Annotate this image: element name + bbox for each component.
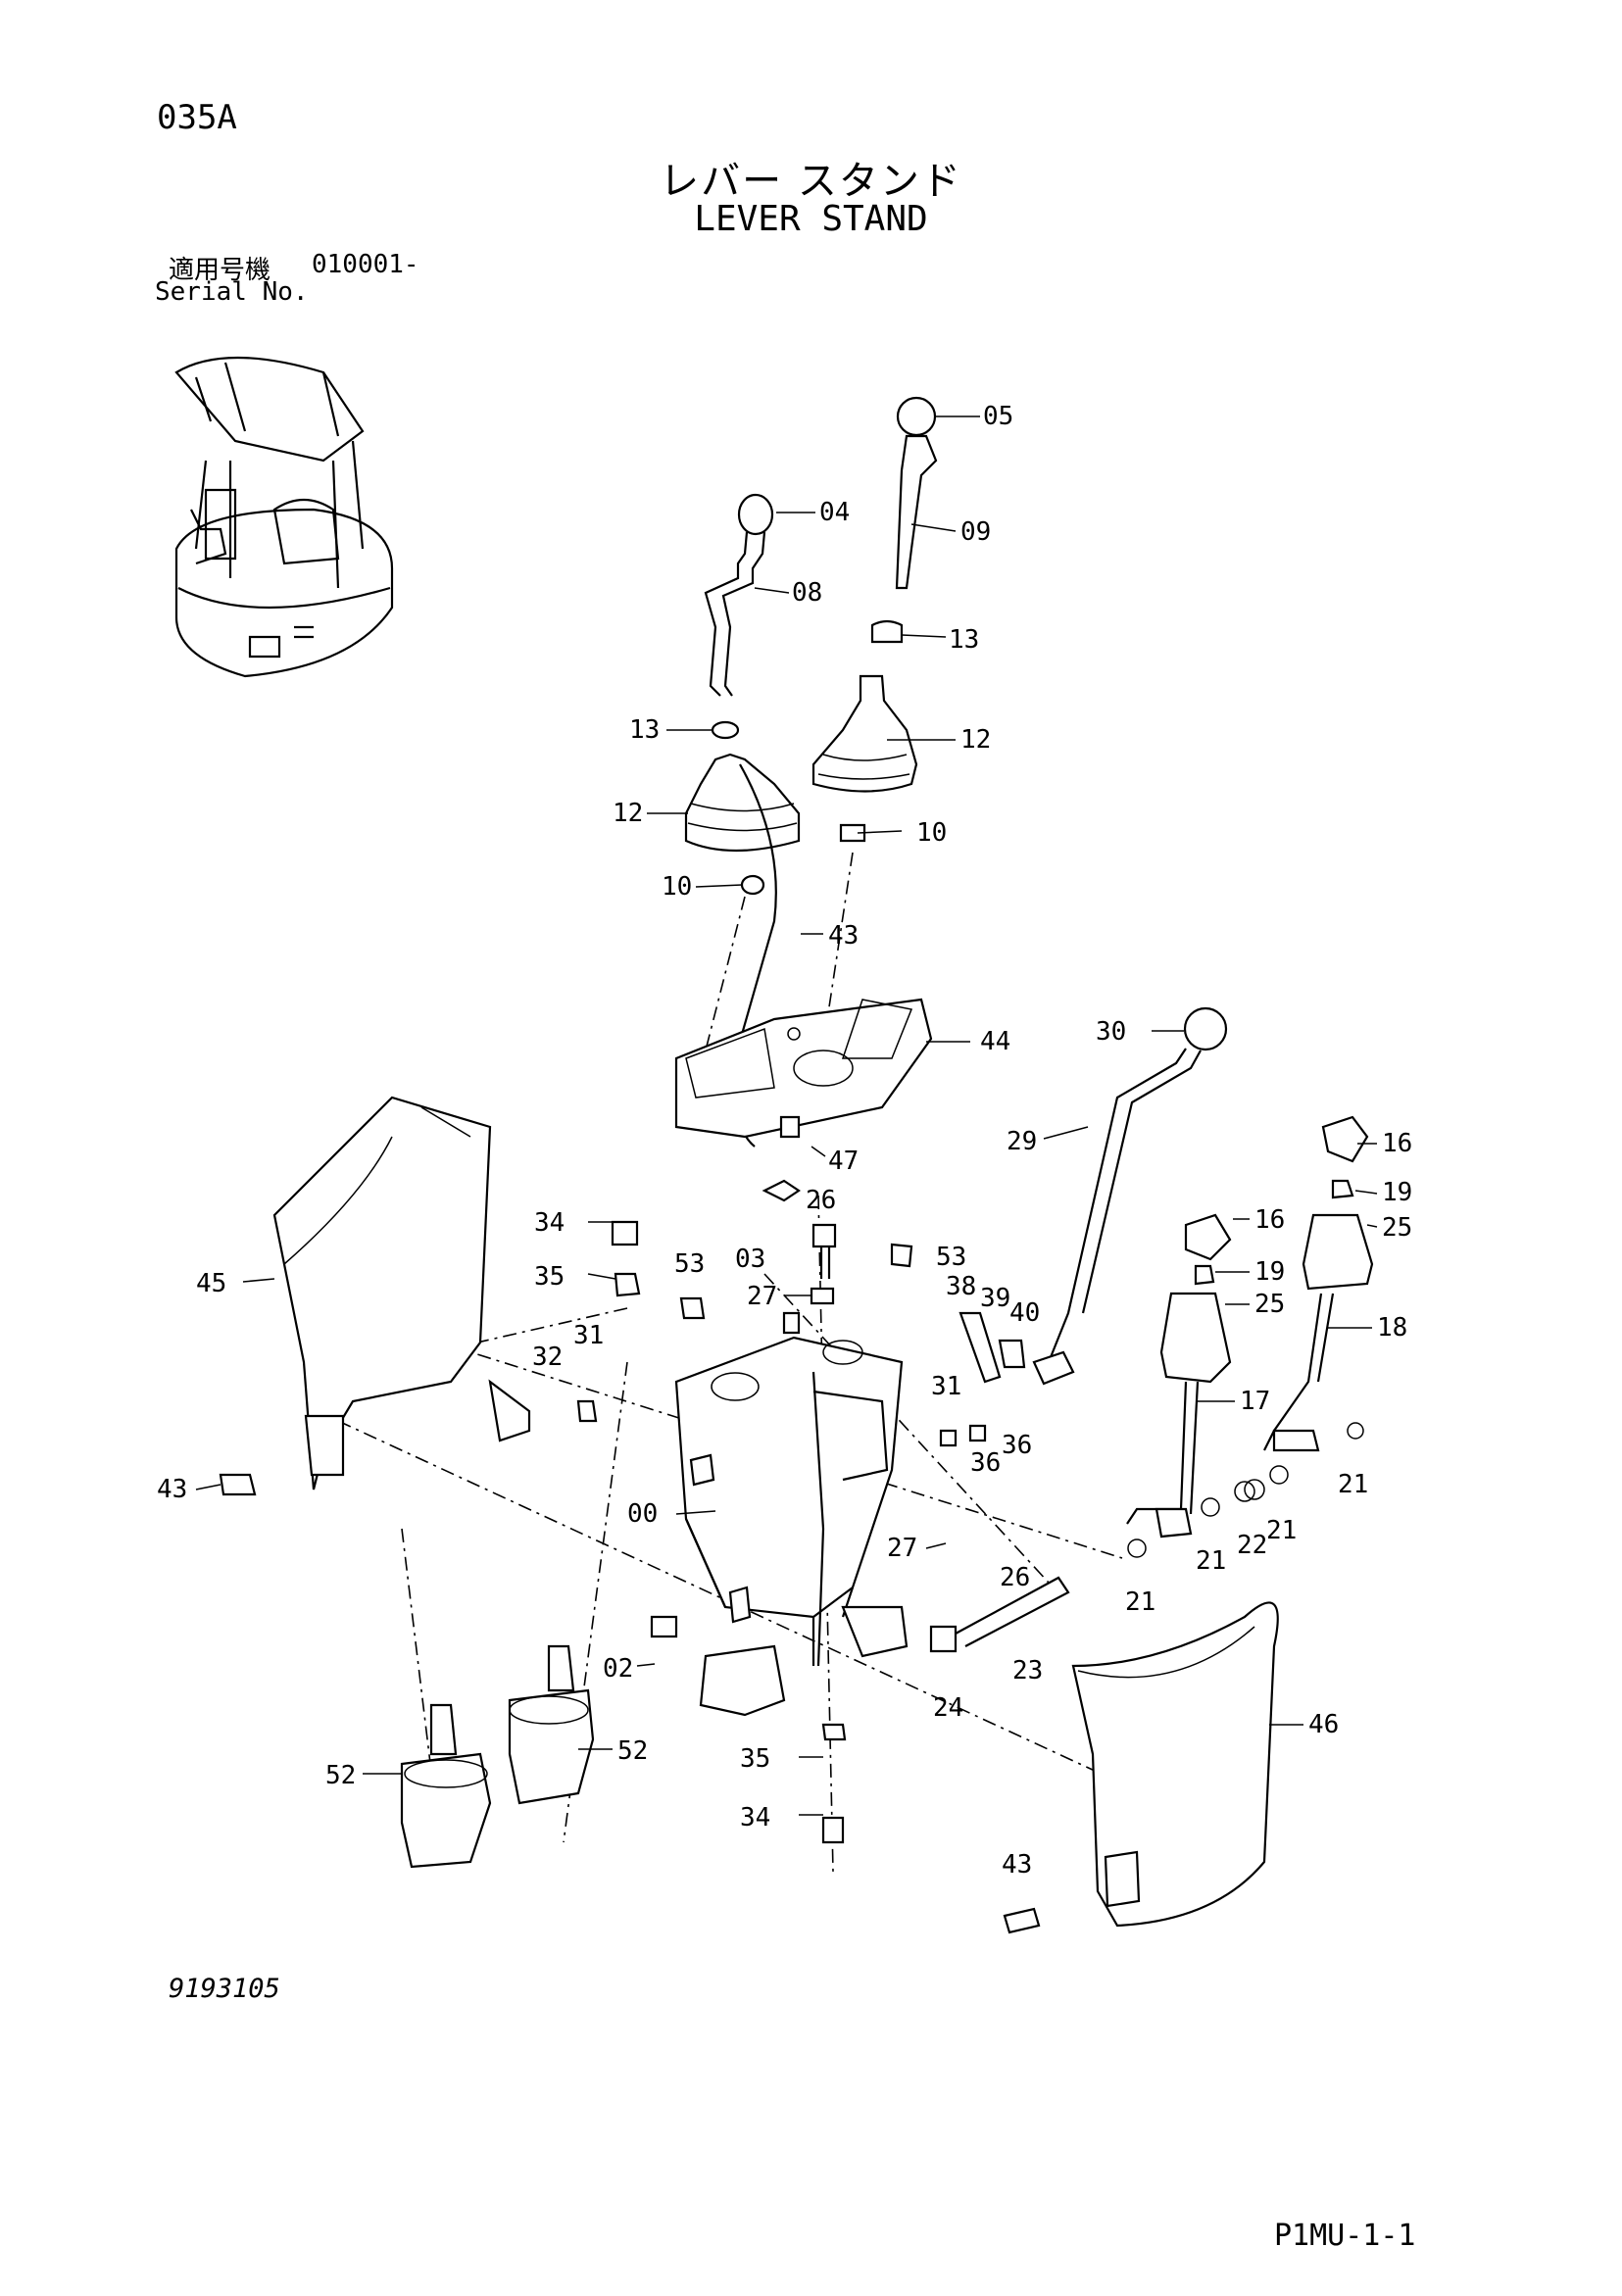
callout-09: 09 (960, 517, 992, 547)
callout-34: 34 (534, 1208, 565, 1238)
callout-47: 47 (828, 1147, 860, 1176)
callout-52: 52 (325, 1761, 357, 1790)
callout-24: 24 (933, 1693, 964, 1723)
callout-labels (195, 415, 1378, 1816)
callout-43: 43 (157, 1475, 188, 1504)
callout-21: 21 (1125, 1588, 1156, 1617)
callout-16: 16 (1254, 1205, 1286, 1235)
callout-23: 23 (1012, 1656, 1044, 1685)
serial-value: 010001- (312, 250, 419, 279)
right-lever-assembly (958, 1006, 1228, 1386)
callout-21: 21 (1338, 1470, 1369, 1499)
page-title-japanese: レバー スタンド (660, 159, 962, 204)
top-plate (674, 998, 933, 1139)
callout-05: 05 (983, 402, 1014, 431)
drawing-number: 9193105 (169, 1974, 280, 2004)
callout-19: 19 (1382, 1178, 1413, 1207)
right-side-cover (1071, 1601, 1279, 1928)
callout-03: 03 (735, 1245, 766, 1274)
callout-53: 53 (936, 1243, 967, 1272)
callout-21: 21 (1196, 1546, 1227, 1576)
callout-16: 16 (1382, 1129, 1413, 1158)
lever-right-assembly (811, 396, 938, 843)
pilot-valve-left (400, 1703, 492, 1869)
callout-39: 39 (980, 1284, 1011, 1313)
callout-35: 35 (740, 1744, 771, 1774)
callout-12: 12 (613, 799, 644, 828)
callout-13: 13 (629, 715, 661, 745)
travel-levers-assembly (1126, 1115, 1374, 1558)
page-title: LEVER STAND (694, 199, 928, 239)
callout-26: 26 (1000, 1563, 1031, 1592)
callout-40: 40 (1009, 1298, 1041, 1328)
callout-43: 43 (1002, 1850, 1033, 1880)
callout-12: 12 (960, 725, 992, 755)
callout-35: 35 (534, 1262, 565, 1292)
callout-31: 31 (573, 1321, 605, 1350)
callout-04: 04 (819, 498, 851, 527)
lever-stand-body (674, 1336, 909, 1717)
callout-19: 19 (1254, 1257, 1286, 1287)
callout-29: 29 (1007, 1127, 1038, 1156)
callout-00: 00 (627, 1499, 659, 1529)
callout-52: 52 (617, 1736, 649, 1766)
callout-36: 36 (970, 1448, 1002, 1478)
callout-32: 32 (532, 1343, 564, 1372)
pilot-valve-right (508, 1644, 595, 1805)
callout-46: 46 (1308, 1710, 1340, 1739)
callout-44: 44 (980, 1027, 1011, 1056)
callout-27: 27 (747, 1282, 778, 1311)
page-code: 035A (157, 98, 237, 137)
callout-38: 38 (946, 1272, 977, 1301)
callout-53: 53 (674, 1249, 706, 1279)
callout-18: 18 (1377, 1313, 1408, 1343)
callout-34: 34 (740, 1803, 771, 1832)
callout-08: 08 (792, 578, 823, 608)
callout-21: 21 (1266, 1516, 1298, 1545)
left-side-cover (272, 1096, 492, 1490)
callout-13: 13 (949, 625, 980, 655)
serial-label: Serial No. (155, 277, 309, 307)
machine-overview-illustration (174, 356, 394, 678)
callout-31: 31 (931, 1372, 962, 1401)
callout-43: 43 (828, 921, 860, 951)
callout-10: 10 (662, 872, 693, 902)
callout-25: 25 (1254, 1290, 1286, 1319)
callout-17: 17 (1240, 1387, 1271, 1416)
callout-36: 36 (1002, 1431, 1033, 1460)
page-reference: P1MU-1-1 (1274, 2219, 1416, 2253)
callout-22: 22 (1237, 1531, 1268, 1560)
callout-27: 27 (887, 1534, 918, 1563)
callout-45: 45 (196, 1269, 227, 1298)
hardware-bolts-nuts (219, 1115, 1070, 1934)
serial-label-japanese: 適用号機 (169, 256, 271, 285)
callout-30: 30 (1096, 1017, 1127, 1047)
lever-left-assembly (684, 493, 801, 1148)
callout-26: 26 (806, 1186, 837, 1215)
callout-10: 10 (916, 818, 948, 848)
callout-25: 25 (1382, 1213, 1413, 1243)
callout-02: 02 (603, 1654, 634, 1684)
